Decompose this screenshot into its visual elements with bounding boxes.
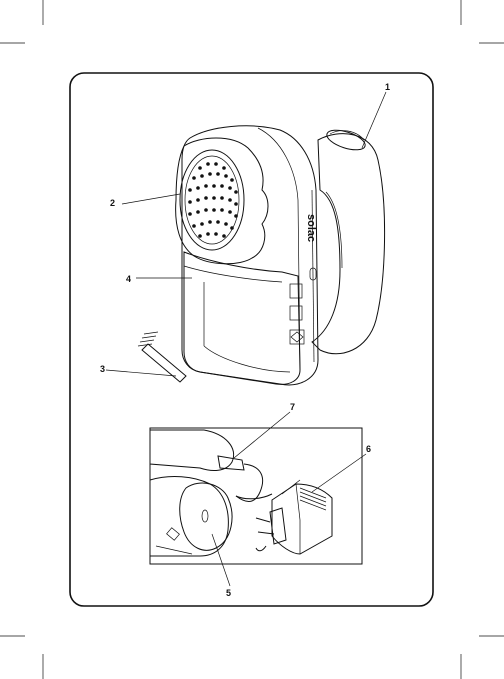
callout-1: 1 bbox=[385, 82, 390, 92]
figure-frame bbox=[70, 73, 433, 606]
callout-5: 5 bbox=[226, 588, 231, 598]
callout-7: 7 bbox=[290, 402, 295, 412]
callout-leaders bbox=[106, 92, 386, 586]
callout-6: 6 bbox=[366, 444, 371, 454]
charging-illustration bbox=[150, 430, 332, 556]
lock-button[interactable] bbox=[290, 306, 302, 320]
switch-button[interactable] bbox=[290, 284, 302, 298]
callout-3: 3 bbox=[100, 364, 105, 374]
callout-2: 2 bbox=[110, 198, 115, 208]
brand-label: solac bbox=[305, 214, 317, 242]
callout-4: 4 bbox=[126, 274, 131, 284]
lint-remover-illustration: solac bbox=[176, 126, 385, 385]
blade-guard-holes bbox=[188, 162, 238, 238]
